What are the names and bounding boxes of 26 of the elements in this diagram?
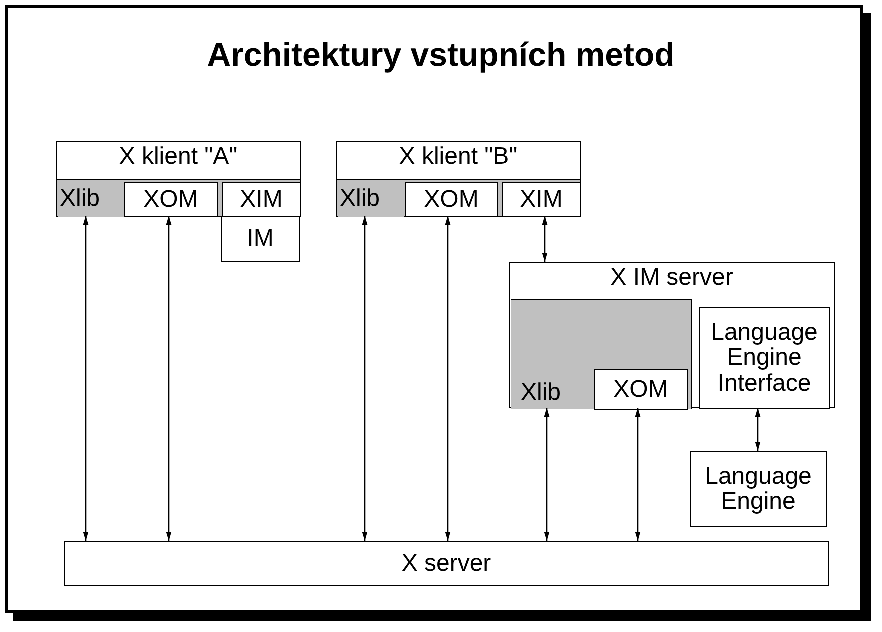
arrow [362,216,368,541]
box-heading: X IM server [610,265,734,290]
arrow [635,408,641,541]
server-box [509,262,835,408]
component-box: XIM [502,182,581,217]
box-heading: X klient "B" [398,144,519,170]
component-box: XOM [124,182,218,217]
arrow [755,408,761,451]
component-box: X server [64,541,829,586]
component-box: XOM [594,369,688,410]
component-box: Language Engine [690,451,827,527]
arrow [445,216,451,541]
box-heading: X klient "A" [118,144,239,170]
client-box [336,141,581,217]
arrow [166,216,172,541]
title: Architektury vstupních metod [206,36,676,74]
arrow [544,408,550,541]
arrow [83,216,89,541]
component-box: Language Engine Interface [699,307,830,409]
component-box: XOM [405,182,498,217]
component-box: IM [221,216,300,262]
client-box [56,141,301,217]
arrow [542,216,548,262]
library-label: Xlib [521,380,562,405]
library-block [511,299,692,409]
component-box: XIM [222,182,301,217]
